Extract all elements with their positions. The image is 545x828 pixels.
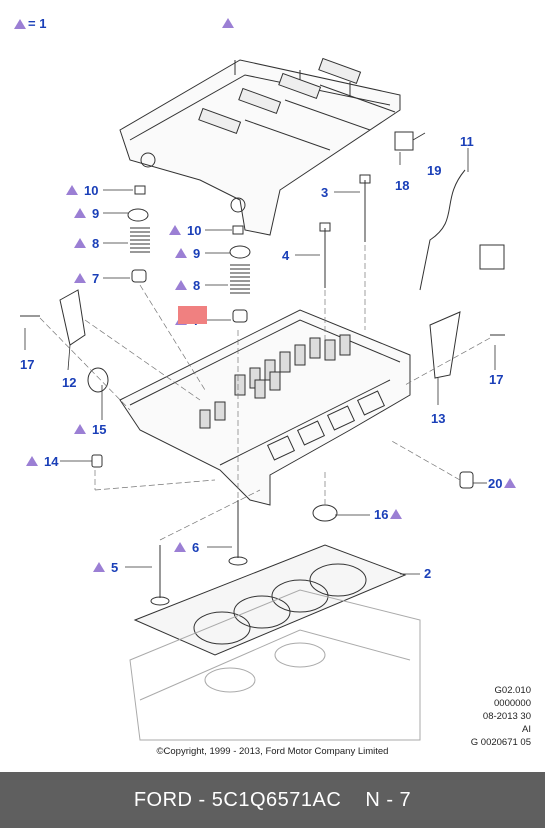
part-callout-p15: 15 [92, 422, 106, 437]
part-callout-p5: 5 [111, 560, 118, 575]
part-callout-p4: 4 [282, 248, 290, 263]
part-callout-p11: 11 [460, 134, 474, 149]
part-p8a-flag-icon [74, 238, 86, 248]
leader-lines [24, 132, 496, 575]
part-callout-p3: 3 [321, 185, 328, 200]
part-p10a-flag-icon [66, 185, 78, 195]
part-callout-p16: 16 [374, 507, 388, 522]
part-p8b-flag-icon [175, 280, 187, 290]
ref-line-1: G02.010 [494, 685, 531, 696]
part-p6-flag-icon [174, 542, 186, 552]
part-callout-p17b: 17 [489, 372, 503, 387]
part-callout-p7a: 7 [92, 271, 99, 286]
valve-and-bolt-parts [20, 131, 505, 606]
valve-springs [127, 185, 251, 323]
page-number: N - 7 [365, 788, 412, 811]
exploded-view-drawing: 2345677889910101112131415161717181920 [20, 18, 516, 741]
part-callout-p18: 18 [395, 178, 409, 193]
ref-line-2: 0000000 [494, 698, 531, 709]
triangle-icon [14, 19, 26, 29]
ref-line-5: G 0020671 05 [470, 737, 531, 748]
part-callout-p10a: 10 [84, 183, 98, 198]
part-callout-p17a: 17 [20, 357, 34, 372]
part-callout-p12: 12 [62, 375, 76, 390]
head-gasket-drawing [133, 544, 407, 656]
part-p14-flag-icon [26, 456, 38, 466]
copyright-notice: ©Copyright, 1999 - 2013, Ford Motor Comp… [156, 746, 389, 757]
part-callout-p6: 6 [192, 540, 199, 555]
highlighted-part-marker [178, 306, 207, 324]
legend-text: = 1 [28, 16, 47, 31]
part-p5-flag-icon [93, 562, 105, 572]
part-p7a-flag-icon [74, 273, 86, 283]
camshaft-carrier-drawing [119, 57, 401, 236]
part-number: FORD - 5C1Q6571AC [133, 788, 342, 811]
part-callout-p19: 19 [427, 163, 441, 178]
engine-block-drawing [129, 589, 421, 741]
part-p20-flag-icon [504, 478, 516, 488]
diagram-canvas: 2345677889910101112131415161717181920 [20, 18, 516, 741]
part-callout-p2: 2 [424, 566, 431, 581]
part-p16-flag-icon [390, 509, 402, 519]
ref-line-3: 08-2013 30 [482, 711, 531, 722]
part-callout-p20: 20 [488, 476, 502, 491]
part-p15-flag-icon [74, 424, 86, 434]
part-callout-p10b: 10 [187, 223, 201, 238]
alignment-lines [39, 245, 491, 541]
part-callout-p9b: 9 [193, 246, 200, 261]
part-p9b-flag-icon [175, 248, 187, 258]
part-callout-p9a: 9 [92, 206, 99, 221]
part-callout-p14: 14 [44, 454, 59, 469]
part-p1-flag-icon [222, 18, 234, 28]
part-p9a-flag-icon [74, 208, 86, 218]
part-callout-p8b: 8 [193, 278, 200, 293]
part-callout-p8a: 8 [92, 236, 99, 251]
footer-bar: FORD - 5C1Q6571AC N - 7 [0, 772, 545, 828]
part-callout-p13: 13 [431, 411, 445, 426]
legend: = 1 [14, 16, 46, 31]
cylinder-head-drawing [119, 309, 411, 506]
part-p10b-flag-icon [169, 225, 181, 235]
drawing-reference: G02.010 0000000 08-2013 30 AI G 0020671 … [431, 684, 531, 749]
ref-line-4: AI [522, 724, 531, 735]
